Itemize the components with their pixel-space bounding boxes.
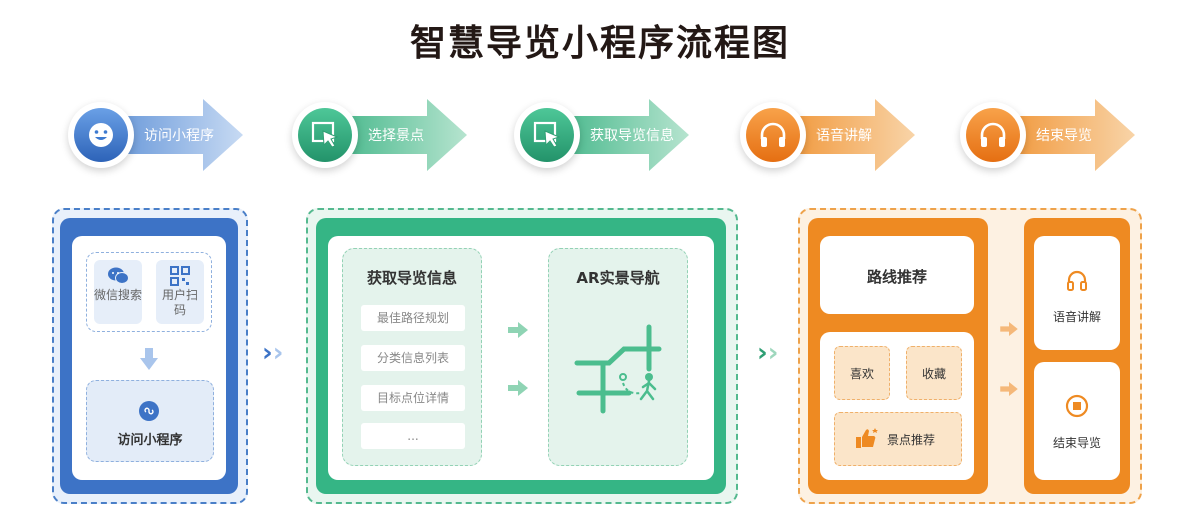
stop-icon — [1065, 394, 1089, 418]
step-icon-circle — [514, 102, 580, 168]
like-label: 喜欢 — [849, 367, 874, 381]
pointer-icon — [533, 121, 561, 148]
end-guide-label: 结束导览 — [1052, 436, 1101, 450]
audio-guide-box[interactable]: 语音讲解 — [1034, 236, 1120, 350]
step-arrow — [770, 99, 915, 171]
info-list-title: 获取导览信息 — [366, 269, 457, 287]
step-label: 访问小程序 — [144, 128, 214, 144]
step-label: 获取导览信息 — [590, 128, 674, 144]
pointer-icon — [311, 121, 339, 148]
step-select-spot: 选择景点 — [282, 94, 472, 176]
ar-map-icon — [574, 324, 662, 414]
step-icon-circle — [68, 102, 134, 168]
step-audio: 语音讲解 — [730, 94, 920, 176]
headphones-icon — [1067, 270, 1087, 291]
info-item-route[interactable]: 最佳路径规划 — [361, 305, 465, 331]
right-arrow-icon — [508, 380, 528, 396]
right-arrow-icon — [508, 322, 528, 338]
info-list-group: 获取导览信息 最佳路径规划 分类信息列表 目标点位详情 ... — [342, 248, 482, 466]
chevron-right-icon: ›› — [757, 338, 779, 368]
favorite-label: 收藏 — [921, 367, 946, 381]
ar-navigation-title: AR实景导航 — [576, 269, 660, 287]
info-item-category[interactable]: 分类信息列表 — [361, 345, 465, 371]
right-arrow-icon — [1000, 382, 1018, 396]
step-label: 结束导览 — [1036, 128, 1092, 144]
qr-code-icon — [170, 266, 190, 286]
wechat-icon — [108, 267, 129, 284]
wechat-search-box[interactable]: 微信搜索 — [94, 260, 142, 324]
step-arrow — [544, 99, 689, 171]
entry-group — [86, 252, 212, 332]
step-icon-circle — [740, 102, 806, 168]
step-end: 结束导览 — [950, 94, 1140, 176]
chevron-right-icon: ›› — [262, 338, 284, 368]
step-arrow — [322, 99, 467, 171]
info-item-detail[interactable]: 目标点位详情 — [361, 385, 465, 411]
visit-miniprogram-box[interactable]: 访问小程序 — [86, 380, 214, 462]
ar-navigation-group: AR实景导航 — [548, 248, 688, 466]
step-visit: 访问小程序 — [58, 94, 248, 176]
scan-code-box[interactable]: 用户扫码 — [156, 260, 204, 324]
headphones-icon — [980, 122, 1006, 147]
visit-miniprogram-label: 访问小程序 — [117, 433, 183, 448]
page-title: 智慧导览小程序流程图 — [409, 23, 790, 64]
right-arrow-icon — [1000, 322, 1018, 336]
step-icon-circle — [960, 102, 1026, 168]
wechat-search-label: 微信搜索 — [94, 288, 143, 302]
down-arrow-icon — [140, 348, 158, 370]
smile-icon — [89, 123, 113, 147]
info-item-more[interactable]: ... — [361, 423, 465, 449]
audio-guide-label: 语音讲解 — [1052, 310, 1101, 324]
step-get-info: 获取导览信息 — [504, 94, 694, 176]
favorite-box[interactable]: 收藏 — [906, 346, 962, 400]
spot-recommend-box[interactable]: 景点推荐 — [834, 412, 962, 466]
step-icon-circle — [292, 102, 358, 168]
end-guide-box[interactable]: 结束导览 — [1034, 362, 1120, 480]
scan-code-label: 用户扫码 — [161, 288, 198, 317]
step-label: 语音讲解 — [816, 128, 872, 144]
step-label: 选择景点 — [368, 128, 424, 144]
step-arrow — [98, 99, 243, 171]
thumbs-up-icon — [856, 428, 878, 448]
miniprogram-icon — [139, 401, 159, 421]
step-arrow — [990, 99, 1135, 171]
like-box[interactable]: 喜欢 — [834, 346, 890, 400]
route-recommend-label: 路线推荐 — [866, 268, 927, 286]
route-recommend-box[interactable]: 路线推荐 — [820, 236, 974, 314]
headphones-icon — [760, 122, 786, 147]
spot-recommend-label: 景点推荐 — [887, 433, 936, 447]
